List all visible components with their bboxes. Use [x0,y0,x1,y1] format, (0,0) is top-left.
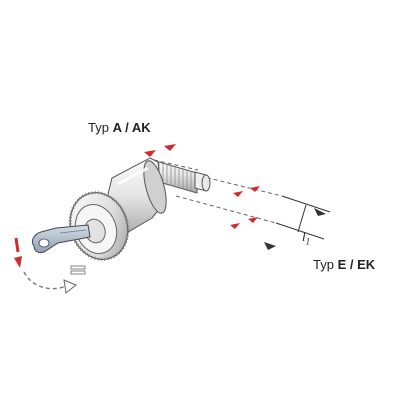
triangle-marker-icon [144,144,260,229]
rotation-arrow-icon [14,237,86,294]
knurled-front-ring [68,191,130,261]
dimension-indicator [264,195,331,250]
type-label-a-ak: Typ A / AK [88,121,151,134]
dashed-extension-lines [153,159,283,224]
type-prefix: Typ [313,257,334,272]
dimension-letter: l [302,229,306,244]
type-prefix: Typ [88,120,109,135]
dimension-subscript: 1 [305,236,311,247]
type-code: A / AK [112,120,151,135]
key-icon [31,224,91,254]
type-label-e-ek: Typ E / EK [313,258,375,271]
dimension-label: l1 [302,230,310,247]
type-code: E / EK [337,257,376,272]
